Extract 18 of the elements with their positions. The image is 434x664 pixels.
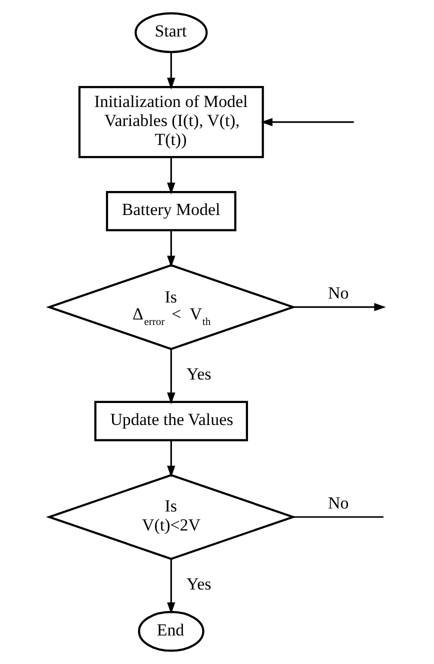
arrow [167, 158, 176, 194]
edge-label: No [328, 283, 349, 302]
edge-label: No [328, 493, 349, 512]
arrow [167, 440, 176, 478]
node-box: Update the Values [94, 400, 248, 442]
node-ellipse: End [138, 610, 204, 652]
arrow [167, 52, 176, 90]
arrow [167, 558, 176, 614]
connector [293, 516, 384, 518]
edge-label: Yes [186, 364, 212, 384]
node-box: Battery Model [106, 191, 236, 232]
node-ellipse: Start [134, 12, 208, 54]
node-diamond: Is Δ$_{error}$ < V$_{th}$ [46, 264, 296, 350]
arrow [167, 349, 176, 404]
arrow [260, 118, 354, 126]
node-box: Initialization of Model Variables (I(t), V(t), T(t)) [78, 86, 264, 158]
edge-label: Yes [186, 574, 212, 594]
arrow [167, 230, 176, 268]
